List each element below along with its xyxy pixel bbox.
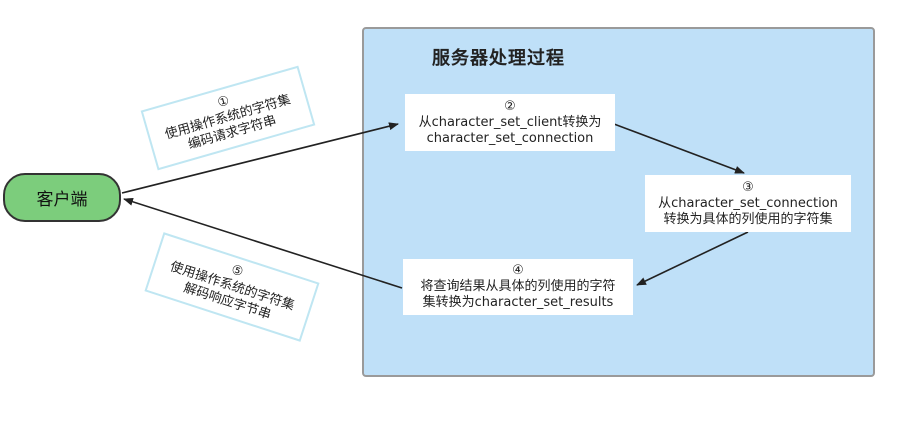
edge-step3-to-step4 [636, 231, 749, 286]
step-3-line-2: 转换为具体的列使用的字符集 [663, 211, 833, 227]
step-2-box: ② 从character_set_client转换为 character_set… [405, 94, 615, 151]
step-3-box: ③ 从character_set_connection 转换为具体的列使用的字符… [645, 175, 851, 232]
step-4-line-2: 集转换为character_set_results [422, 295, 614, 310]
step-2-line-2: character_set_connection [426, 130, 594, 146]
step-2-line-1: 从character_set_client转换为 [418, 114, 602, 130]
edge-step2-to-step3 [613, 123, 745, 174]
server-process-title: 服务器处理过程 [432, 48, 565, 69]
step-2-number: ② [504, 98, 516, 114]
step-3-line-1: 从character_set_connection [658, 195, 838, 211]
step-4-line-1: 将查询结果从具体的列使用的字符 [420, 279, 616, 294]
step-3-number: ③ [742, 179, 754, 195]
edge-client-to-step2 [121, 122, 399, 194]
edge-step4-to-client [123, 197, 403, 289]
step-4-box: ④ 将查询结果从具体的列使用的字符 集转换为character_set_resu… [403, 259, 633, 315]
client-node: 客户端 [3, 173, 121, 222]
step-4-number: ④ [512, 263, 524, 278]
